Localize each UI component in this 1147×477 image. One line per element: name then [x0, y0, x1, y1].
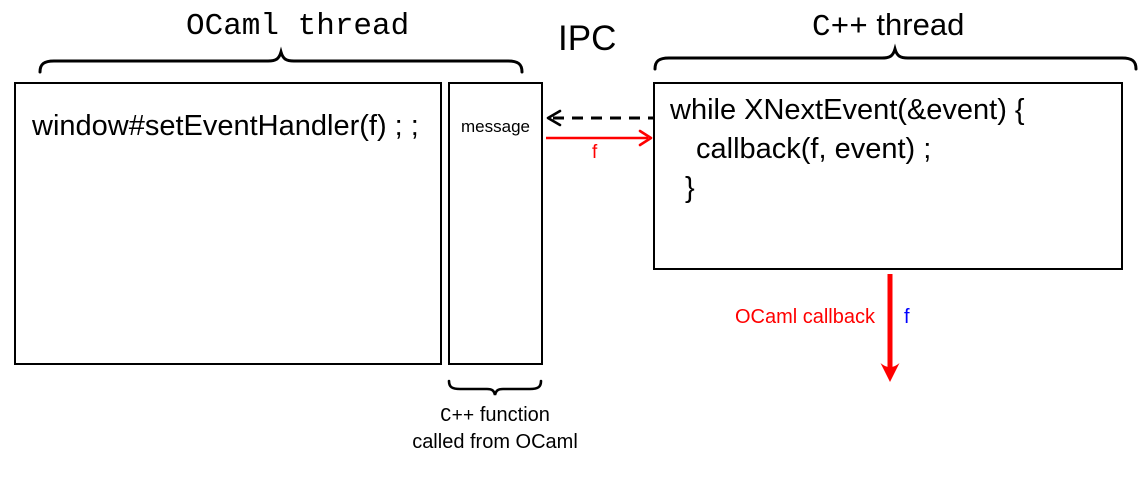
ocaml-thread-overbrace: [38, 46, 524, 74]
message-box: message: [448, 82, 543, 365]
footnote-line1: C++ function: [400, 404, 590, 427]
cpp-thread-heading-mono: C++: [812, 10, 868, 45]
cpp-thread-overbrace: [653, 43, 1138, 71]
cpp-code-box: while XNextEvent(&event) { callback(f, e…: [653, 82, 1123, 270]
message-label: message: [461, 117, 530, 136]
ipc-label: IPC: [558, 19, 617, 58]
ipc-red-arrow: [546, 129, 653, 147]
cpp-code-line1: while XNextEvent(&event) {: [670, 94, 1025, 126]
cpp-thread-heading-rest: thread: [867, 7, 965, 42]
footnote-line2: called from OCaml: [412, 431, 578, 453]
ipc-dashed-arrow: [546, 109, 655, 127]
cpp-code-line3: }: [685, 172, 695, 204]
footnote-line1-mono: C++: [440, 405, 475, 427]
cpp-code-line2: callback(f, event) ;: [696, 133, 932, 165]
ocaml-thread-heading: OCaml thread: [186, 9, 410, 44]
ipc-f-label: f: [592, 142, 598, 163]
ocaml-code-box: window#setEventHandler(f) ; ;: [14, 82, 442, 365]
callback-f-label: f: [904, 306, 910, 328]
cpp-thread-heading: C++ thread: [812, 7, 964, 45]
ocaml-code-text: window#setEventHandler(f) ; ;: [32, 110, 419, 142]
ocaml-callback-label: OCaml callback: [734, 306, 875, 328]
footnote-line1-rest: function: [474, 404, 550, 426]
ocaml-callback-arrow: [880, 274, 900, 382]
message-underbrace: [447, 379, 543, 396]
